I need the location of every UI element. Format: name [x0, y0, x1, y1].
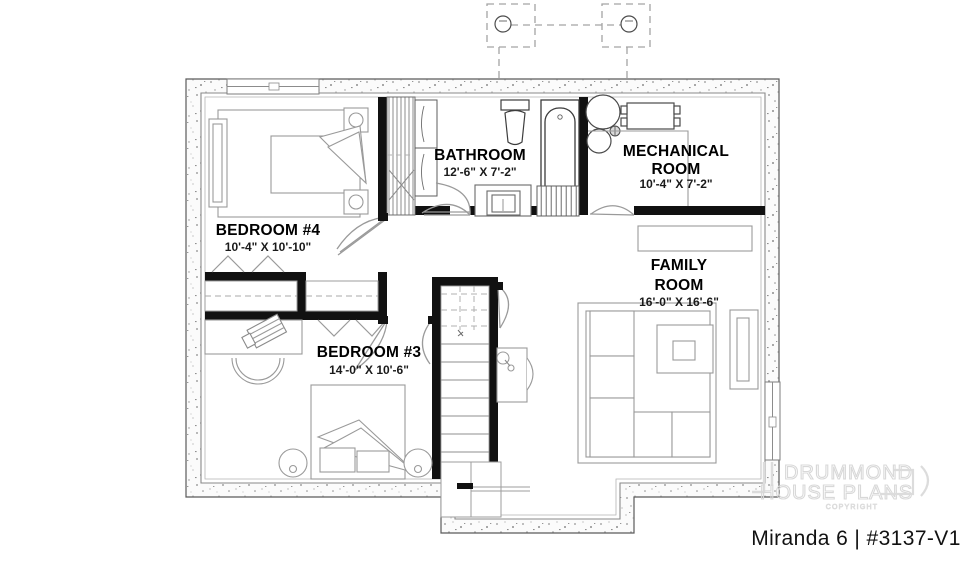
room-dim-bathroom: 12'-6" X 7'-2"	[443, 165, 516, 179]
room-label-mechanical: MECHANICAL	[623, 143, 729, 160]
watermark-line1: DRUMMOND	[784, 462, 913, 484]
mechanical-equipment	[585, 94, 681, 154]
room-label-family: FAMILY	[651, 257, 708, 274]
door-jambs	[378, 213, 503, 324]
room-dim-family: 16'-0" X 16'-6"	[639, 295, 719, 309]
room-dim-bedroom4: 10'-4" X 10'-10"	[225, 240, 311, 254]
bedroom4-closet	[204, 280, 298, 312]
staircase	[440, 285, 490, 480]
deck-post-icon	[494, 15, 638, 33]
family-room-furniture	[577, 225, 759, 464]
bedroom4-furniture	[208, 107, 369, 218]
watermark-logo: DRUMMOND HOUSE PLANS COPYRIGHT	[752, 461, 930, 511]
hallway-desk	[496, 347, 534, 403]
bedroom3-closet	[305, 280, 379, 312]
watermark-copyright: COPYRIGHT	[826, 504, 878, 511]
room-labels: BEDROOM #4 10'-4" X 10'-10" BATHROOM 12'…	[216, 143, 729, 377]
room-label-bathroom: BATHROOM	[434, 147, 526, 164]
room-dim-mechanical: 10'-4" X 7'-2"	[639, 177, 712, 191]
room-dim-bedroom3: 14'-0" X 10'-6"	[329, 363, 409, 377]
room-label-mechanical-2: ROOM	[651, 161, 700, 178]
stair-direction-arrow	[457, 329, 464, 337]
door-swings	[336, 182, 635, 371]
under-stair-storage	[440, 461, 530, 518]
room-label-family-2: ROOM	[654, 277, 703, 294]
plan-title: Miranda 6 | #3137-V1	[751, 527, 960, 550]
closet-bifold-doors-bedroom4	[211, 255, 285, 273]
bedroom3-furniture	[204, 313, 433, 480]
bathroom-fixtures	[386, 96, 580, 217]
upper-deck-outline	[486, 3, 651, 79]
closet-bifold-doors-bedroom3	[317, 319, 387, 337]
room-label-bedroom3: BEDROOM #3	[317, 344, 422, 361]
watermark-line2: HOUSE PLANS	[760, 482, 913, 504]
room-label-bedroom4: BEDROOM #4	[216, 222, 321, 239]
mechanical-room-boundary	[588, 130, 689, 206]
window-openings	[226, 78, 781, 461]
